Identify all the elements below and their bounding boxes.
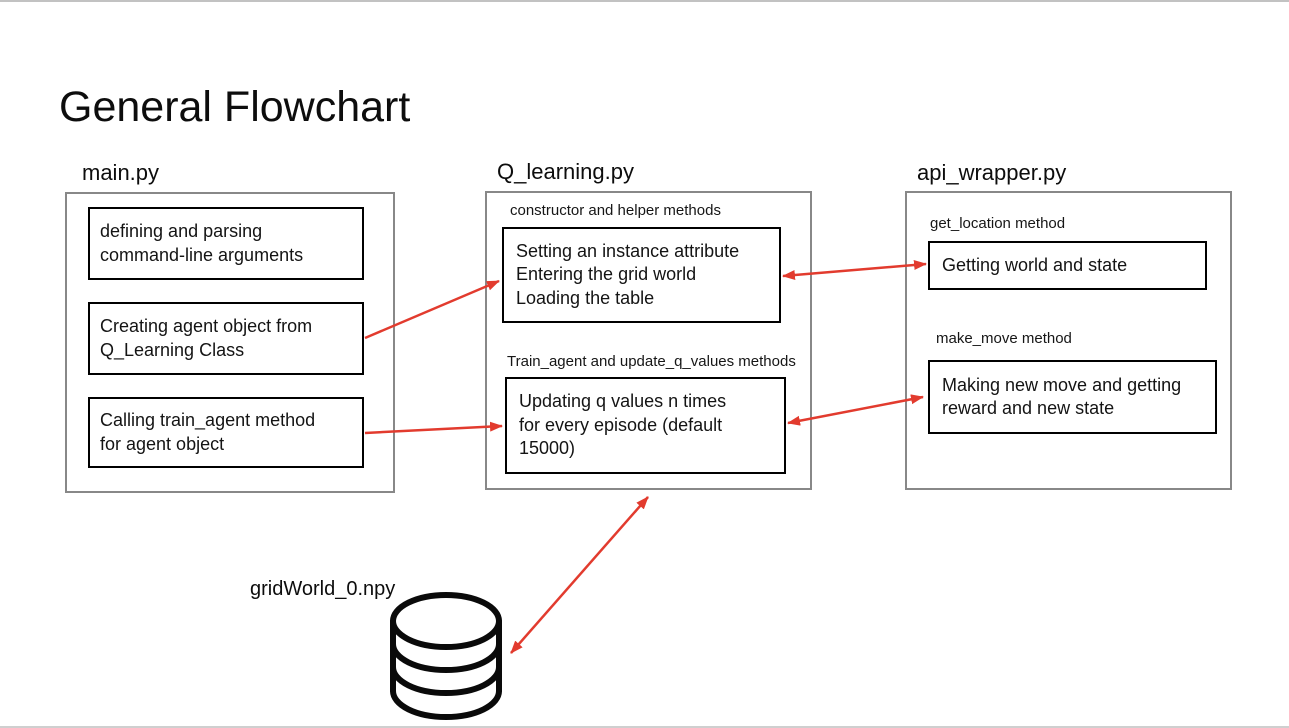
q-learning-py-label: Q_learning.py: [497, 159, 634, 184]
q-learning-container: [485, 191, 812, 490]
constructor-box: Setting an instance attribute Entering t…: [502, 227, 781, 323]
main-create-agent-box: Creating agent object from Q_Learning Cl…: [88, 302, 364, 375]
main-create-agent-text: Creating agent object from Q_Learning Cl…: [100, 316, 313, 360]
train-agent-methods-label: Train_agent and update_q_values methods: [507, 353, 796, 370]
database-cylinder-icon: [390, 592, 502, 720]
constructor-methods-label: constructor and helper methods: [510, 202, 721, 219]
main-args-box: defining and parsing command-line argume…: [88, 207, 364, 280]
main-py-label: main.py: [82, 160, 160, 185]
get-location-box: Getting world and state: [928, 241, 1207, 290]
main-args-text: defining and parsing command-line argume…: [100, 221, 304, 265]
main-call-train-text: Calling train_agent method for agent obj…: [100, 410, 316, 454]
gridworld-file-label: gridWorld_0.npy: [250, 578, 396, 600]
get-location-text: Getting world and state: [942, 254, 1128, 275]
make-move-method-label: make_move method: [936, 330, 1072, 347]
make-move-text: Making new move and getting reward and n…: [942, 374, 1182, 418]
make-move-box: Making new move and getting reward and n…: [928, 360, 1217, 434]
get-location-method-label: get_location method: [930, 215, 1066, 232]
datastore-to-qlearning-arrow: [510, 496, 649, 654]
main-py-container: [65, 192, 395, 493]
api-wrapper-py-label: api_wrapper.py: [917, 160, 1067, 185]
top-divider: [0, 0, 1289, 2]
main-call-train-box: Calling train_agent method for agent obj…: [88, 397, 364, 468]
update-q-values-text: Updating q values n times for every epis…: [519, 391, 727, 459]
page-title: General Flowchart: [59, 83, 411, 131]
api-wrapper-container: [905, 191, 1232, 490]
constructor-text: Setting an instance attribute Entering t…: [516, 240, 740, 308]
update-q-values-box: Updating q values n times for every epis…: [505, 377, 786, 474]
bottom-divider: [0, 726, 1289, 728]
